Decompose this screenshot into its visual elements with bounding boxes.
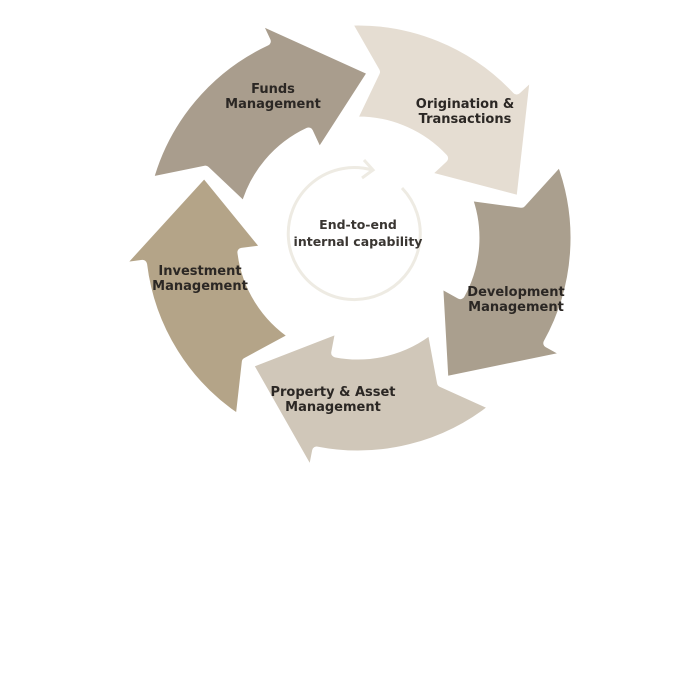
label-line: Development bbox=[467, 285, 565, 300]
label-line: internal capability bbox=[293, 234, 423, 249]
label-line: End-to-end bbox=[319, 217, 397, 232]
stage-label-origination: Origination &Transactions bbox=[416, 97, 514, 127]
label-line: Management bbox=[285, 400, 381, 415]
center-label: End-to-end internal capability bbox=[294, 216, 423, 250]
stage-arrow-funds bbox=[143, 14, 378, 213]
label-line: Transactions bbox=[418, 112, 512, 127]
stage-arrow-origination bbox=[342, 16, 540, 205]
center-cycle-ring bbox=[286, 166, 422, 302]
stage-arrow-development bbox=[434, 155, 580, 386]
label-line: Investment bbox=[158, 264, 242, 279]
label-line: Funds bbox=[251, 82, 295, 97]
label-line: Management bbox=[225, 97, 321, 112]
label-line: Origination & bbox=[415, 97, 515, 112]
label-line: Management bbox=[152, 279, 248, 294]
label-line: Management bbox=[468, 300, 564, 315]
center-cycle-arrowhead-icon bbox=[361, 158, 376, 180]
stage-arrow-investment bbox=[113, 168, 299, 425]
stage-arrow-property bbox=[243, 323, 500, 481]
label-line: Property & Asset bbox=[270, 385, 396, 400]
